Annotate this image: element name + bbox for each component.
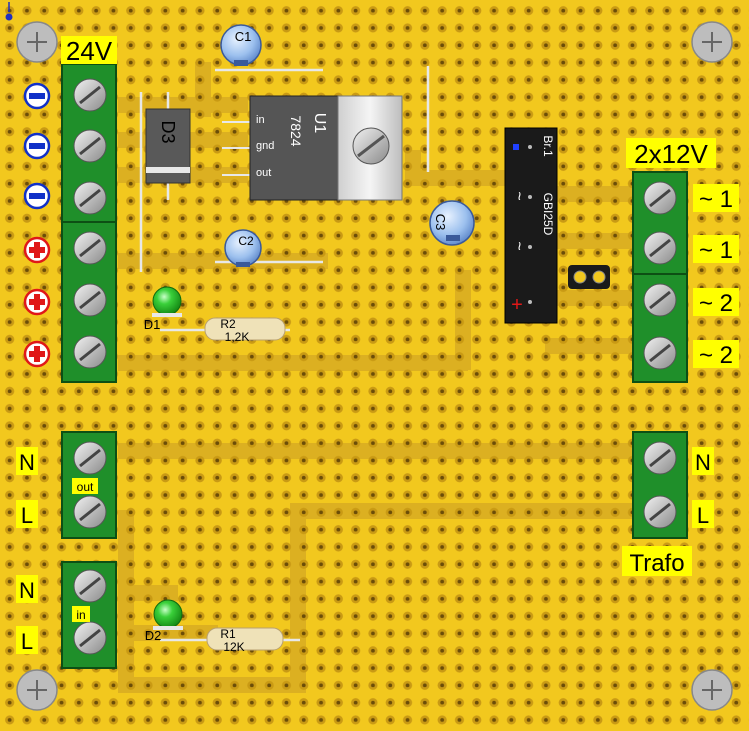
led-d2[interactable]: D2: [145, 599, 183, 643]
label-l-out: L: [21, 503, 33, 528]
u1-pin-gnd-label: gnd: [256, 140, 274, 152]
screw-terminal-icon[interactable]: [643, 283, 677, 317]
r2-label: R2: [220, 317, 236, 331]
terminal-block-in: in: [61, 561, 117, 669]
label-24v: 24V: [66, 36, 113, 66]
label-ac1: ~ 1: [699, 186, 733, 213]
screw-terminal-icon[interactable]: [73, 335, 107, 369]
screw-terminal-icon[interactable]: [73, 129, 107, 163]
screw-terminal-icon[interactable]: [73, 78, 107, 112]
minus-icon: [23, 132, 51, 160]
u1-pin-in-label: in: [256, 114, 265, 126]
terminal-block-24v: [61, 63, 117, 383]
voltage-regulator-u1[interactable]: in gnd out U1 7824: [222, 95, 403, 201]
label-l-trafo: L: [697, 503, 709, 528]
screw-terminal-icon[interactable]: [73, 495, 107, 529]
d1-label: D1: [144, 317, 161, 332]
origin-marker: [5, 2, 13, 21]
mounting-hole-icon: [16, 669, 58, 711]
terminal-block-2x12v: [632, 171, 688, 383]
capacitor-c3[interactable]: C3: [429, 200, 475, 246]
br1-label: Br.1: [541, 135, 555, 157]
r1-value: 12K: [223, 640, 244, 654]
screw-terminal-icon[interactable]: [73, 231, 107, 265]
label-ac2: ~ 2: [699, 342, 733, 369]
u1-pin-out-label: out: [256, 167, 271, 179]
r2-value: 1,2K: [225, 330, 250, 344]
bridge-rectifier-br1[interactable]: Br.1 GBI25D ~ ~ +: [504, 127, 558, 324]
label-l-in: L: [21, 629, 33, 654]
br1-ac-label: ~: [510, 241, 527, 250]
plus-icon: [23, 236, 51, 264]
label-n-trafo: N: [695, 450, 711, 475]
c3-label: C3: [433, 214, 448, 231]
screw-terminal-icon[interactable]: [73, 621, 107, 655]
diode-d3[interactable]: D3: [145, 92, 191, 200]
screw-terminal-icon[interactable]: [643, 495, 677, 529]
u1-label: U1: [311, 113, 328, 134]
screw-terminal-icon[interactable]: [643, 181, 677, 215]
polarity-symbols: [23, 82, 51, 368]
capacitor-c1[interactable]: C1: [220, 24, 262, 66]
screw-terminal-icon[interactable]: [643, 231, 677, 265]
screw-terminal-icon[interactable]: [73, 569, 107, 603]
minus-icon: [23, 182, 51, 210]
terminal-block-trafo: [632, 431, 688, 539]
led-d1[interactable]: D1: [144, 286, 182, 332]
mounting-hole-icon: [16, 21, 58, 63]
br1-plus-label: +: [511, 294, 523, 316]
label-in: in: [76, 608, 85, 622]
screw-icon: [352, 127, 390, 165]
screw-terminal-icon[interactable]: [73, 283, 107, 317]
u1-part-label: 7824: [288, 115, 304, 146]
label-ac2: ~ 2: [699, 290, 733, 317]
screw-terminal-icon[interactable]: [643, 441, 677, 475]
minus-icon: [23, 82, 51, 110]
label-2x12v: 2x12V: [634, 139, 708, 169]
screw-terminal-icon[interactable]: [643, 336, 677, 370]
capacitor-c2[interactable]: C2: [224, 229, 262, 267]
r1-label: R1: [220, 627, 236, 641]
terminal-block-out: out: [61, 431, 117, 539]
resistor-r2[interactable]: R2 1,2K: [204, 317, 286, 344]
jumper-header[interactable]: [568, 265, 610, 289]
label-n-out: N: [19, 450, 35, 475]
label-out: out: [77, 480, 94, 494]
mounting-holes: [16, 21, 733, 711]
mounting-hole-icon: [691, 669, 733, 711]
br1-ac-label: ~: [510, 191, 527, 200]
br1-part-label: GBI25D: [541, 193, 555, 236]
c1-label: C1: [235, 29, 252, 44]
d3-label: D3: [158, 120, 178, 143]
d2-label: D2: [145, 628, 162, 643]
label-trafo: Trafo: [629, 550, 684, 577]
screw-terminal-icon[interactable]: [73, 441, 107, 475]
label-ac1: ~ 1: [699, 237, 733, 264]
plus-icon: [23, 340, 51, 368]
screw-terminal-icon[interactable]: [73, 181, 107, 215]
mounting-hole-icon: [691, 21, 733, 63]
label-n-in: N: [19, 578, 35, 603]
resistor-r1[interactable]: R1 12K: [206, 627, 284, 654]
plus-icon: [23, 288, 51, 316]
c2-label: C2: [238, 234, 254, 248]
